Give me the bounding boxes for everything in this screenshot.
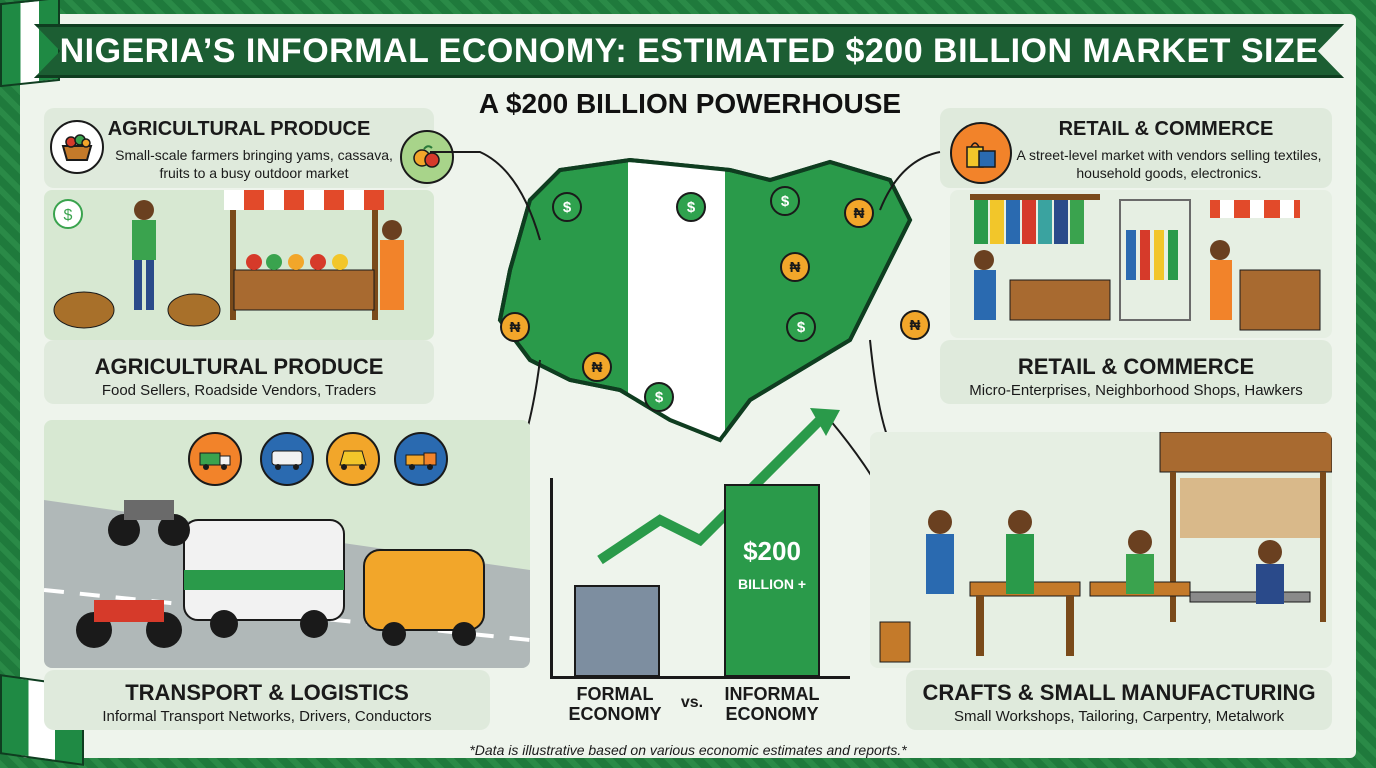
label-formal-economy: FORMAL ECONOMY xyxy=(568,684,662,724)
agriculture-bottom-desc: Food Sellers, Roadside Vendors, Traders xyxy=(101,382,377,399)
dollar-coin: $ xyxy=(786,312,816,342)
bar-formal-economy xyxy=(574,585,660,677)
retail-bottom-title: RETAIL & COMMERCE xyxy=(1017,354,1255,379)
title-banner: NIGERIA’S INFORMAL ECONOMY: ESTIMATED $2… xyxy=(34,24,1344,78)
dollar-coin: $ xyxy=(552,192,582,222)
crafts-footer-card: CRAFTS & SMALL MANUFACTURING Small Works… xyxy=(906,670,1332,730)
subtitle: A $200 BILLION POWERHOUSE xyxy=(478,88,902,119)
retail-header-card: RETAIL & COMMERCE A street-level market … xyxy=(940,108,1332,188)
transport-title: TRANSPORT & LOGISTICS xyxy=(125,680,409,705)
shopping-bags-icon xyxy=(950,122,1012,184)
naira-coin: ₦ xyxy=(582,352,612,382)
agriculture-header-card: AGRICULTURAL PRODUCE Small-scale farmers… xyxy=(44,108,454,188)
naira-coin: ₦ xyxy=(500,312,530,342)
naira-coin: ₦ xyxy=(900,310,930,340)
transport-illustration xyxy=(44,420,530,668)
bar-informal-value-sub: BILLION + xyxy=(737,576,807,592)
transport-desc: Informal Transport Networks, Drivers, Co… xyxy=(102,708,432,725)
bar-informal-value: $200 xyxy=(743,536,801,566)
chart-x-axis xyxy=(550,676,850,679)
crafts-title: CRAFTS & SMALL MANUFACTURING xyxy=(922,680,1316,705)
agriculture-market-illustration: $ xyxy=(44,190,434,340)
label-informal-economy: INFORMAL ECONOMY xyxy=(724,684,820,724)
crafts-desc: Small Workshops, Tailoring, Carpentry, M… xyxy=(953,708,1285,725)
crafts-workshop-illustration xyxy=(870,432,1332,668)
dollar-coin: $ xyxy=(676,192,706,222)
retail-market-illustration xyxy=(950,190,1332,338)
fruit-icon xyxy=(400,130,454,184)
svg-text:$: $ xyxy=(64,207,73,224)
vegetable-basket-icon xyxy=(50,120,104,174)
pickup-icon xyxy=(394,432,448,486)
label-vs: vs. xyxy=(680,694,704,711)
truck-icon xyxy=(188,432,242,486)
transport-footer-card: TRANSPORT & LOGISTICS Informal Transport… xyxy=(44,670,490,730)
chart-y-axis xyxy=(550,478,553,678)
naira-coin: ₦ xyxy=(780,252,810,282)
naira-coin: ₦ xyxy=(844,198,874,228)
agriculture-top-desc: Small-scale farmers bringing yams, cassa… xyxy=(115,147,393,181)
agriculture-top-title: AGRICULTURAL PRODUCE xyxy=(107,118,371,140)
retail-top-title: RETAIL & COMMERCE xyxy=(1058,118,1274,140)
retail-bottom-desc: Micro-Enterprises, Neighborhood Shops, H… xyxy=(969,382,1303,399)
tricycle-icon xyxy=(326,432,380,486)
agriculture-footer-card: AGRICULTURAL PRODUCE Food Sellers, Roads… xyxy=(44,340,434,404)
footnote: *Data is illustrative based on various e… xyxy=(469,742,907,758)
retail-footer-card: RETAIL & COMMERCE Micro-Enterprises, Nei… xyxy=(940,340,1332,404)
bar-informal-economy xyxy=(724,484,820,677)
dollar-coin: $ xyxy=(644,382,674,412)
bus-icon xyxy=(260,432,314,486)
page-title: NIGERIA’S INFORMAL ECONOMY: ESTIMATED $2… xyxy=(59,31,1319,70)
agriculture-bottom-title: AGRICULTURAL PRODUCE xyxy=(94,354,384,379)
dollar-coin: $ xyxy=(770,186,800,216)
retail-top-desc: A street-level market with vendors selli… xyxy=(1016,147,1322,181)
